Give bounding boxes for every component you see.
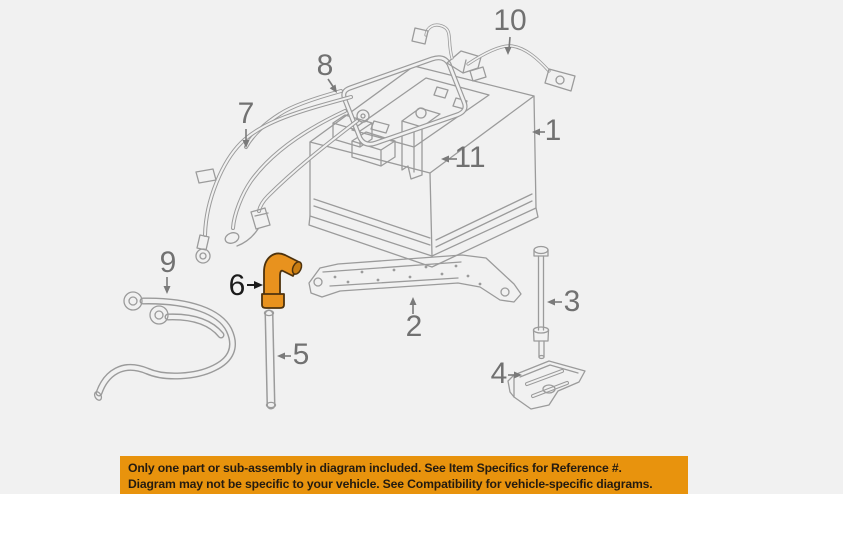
cable-10-illustration <box>411 23 576 92</box>
callout-11: 11 <box>454 141 486 174</box>
bracket-4-illustration <box>507 360 586 410</box>
hose-9-illustration <box>93 291 236 401</box>
callout-5: 5 <box>292 338 310 371</box>
callout-arrows <box>163 36 562 379</box>
callout-4: 4 <box>490 357 508 390</box>
part-6-highlighted <box>261 252 303 309</box>
tube-5-illustration <box>263 309 277 410</box>
bolt-3-illustration <box>532 245 550 360</box>
callout-6-highlighted: 6 <box>228 269 246 302</box>
callout-1: 1 <box>544 114 562 147</box>
bottom-whitespace <box>0 494 843 543</box>
bracket-11-illustration <box>401 107 441 180</box>
callout-3: 3 <box>563 285 581 318</box>
callout-10: 10 <box>493 4 527 37</box>
disclaimer-line-2: Diagram may not be specific to your vehi… <box>128 477 653 491</box>
diagram-line-art <box>93 23 586 410</box>
cables-7-illustration <box>195 95 359 264</box>
diagram-canvas: 1 2 3 4 5 6 7 8 9 10 11 <box>0 0 843 494</box>
disclaimer-banner: Only one part or sub-assembly in diagram… <box>120 456 688 495</box>
callout-2: 2 <box>405 310 423 343</box>
callout-7: 7 <box>237 97 255 130</box>
callout-9: 9 <box>159 246 177 279</box>
battery-illustration <box>308 65 539 268</box>
cable-conduit-8-illustration <box>244 55 468 149</box>
disclaimer-line-1: Only one part or sub-assembly in diagram… <box>128 461 622 475</box>
callout-8: 8 <box>316 49 334 82</box>
strap-2-illustration <box>308 254 522 303</box>
